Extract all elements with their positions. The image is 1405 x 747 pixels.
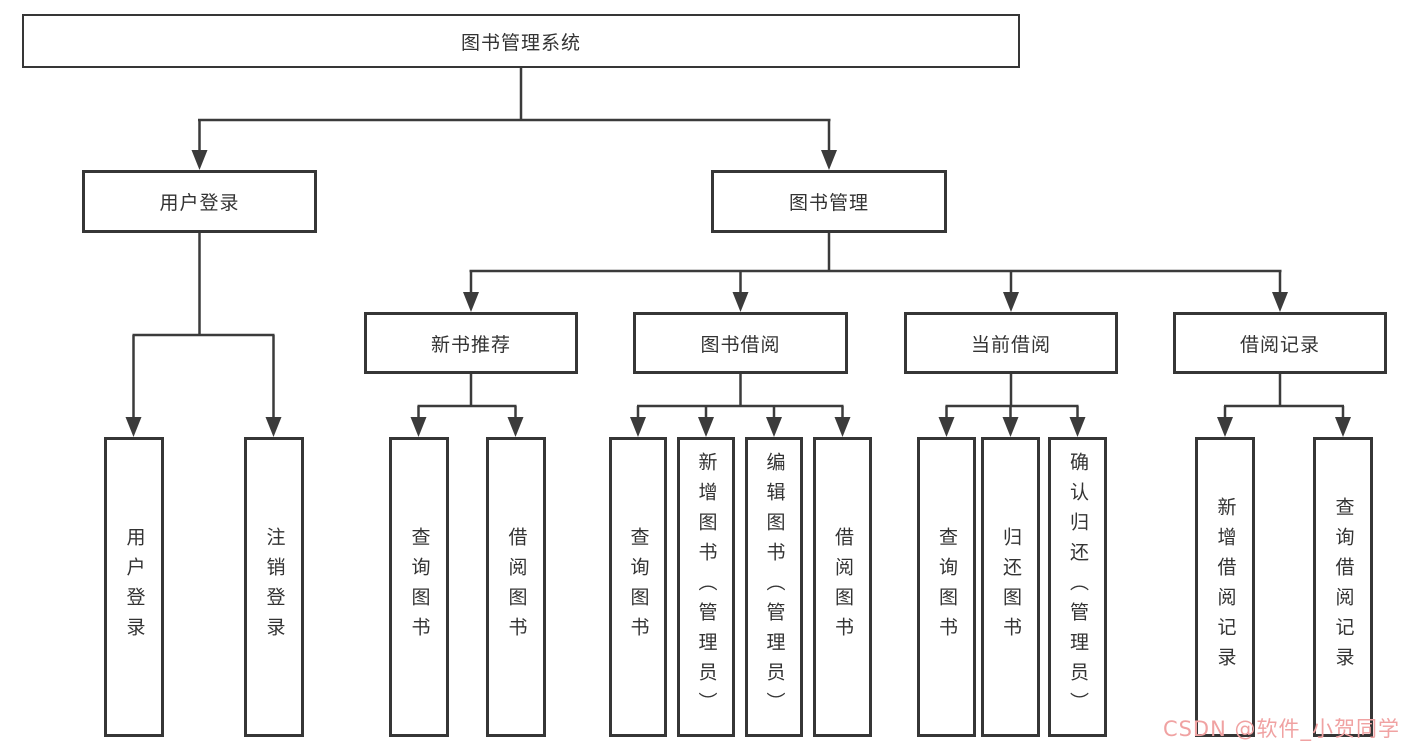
leaf-logout-login: 注销登录 [244, 437, 304, 737]
leaf-query-book-borrow: 查询图书 [609, 437, 667, 737]
node-book-management: 图书管理 [711, 170, 947, 233]
leaf-add-book-admin: 新增图书（管理员） [677, 437, 735, 737]
connector-new-book [410, 374, 524, 437]
leaf-add-book-admin-label: 新增图书（管理员） [695, 452, 718, 722]
leaf-query-book-current: 查询图书 [917, 437, 976, 737]
leaf-add-borrow-record: 新增借阅记录 [1195, 437, 1255, 737]
leaf-query-book-current-label: 查询图书 [936, 527, 958, 647]
leaf-confirm-return-admin-label: 确认归还（管理员） [1067, 452, 1089, 722]
leaf-query-book-recommend: 查询图书 [389, 437, 449, 737]
leaf-edit-book-admin: 编辑图书（管理员） [745, 437, 803, 737]
node-book-management-label: 图书管理 [788, 192, 869, 214]
connector-current-borrow [938, 374, 1086, 437]
node-book-borrow: 图书借阅 [633, 312, 848, 374]
node-borrow-record: 借阅记录 [1173, 312, 1387, 374]
leaf-user-login: 用户登录 [104, 437, 164, 737]
connector-root [191, 68, 837, 170]
node-borrow-record-label: 借阅记录 [1239, 333, 1320, 356]
node-book-borrow-label: 图书借阅 [700, 333, 781, 356]
node-user-login: 用户登录 [82, 170, 317, 233]
leaf-add-borrow-record-label: 新增借阅记录 [1214, 497, 1237, 677]
node-root-label: 图书管理系统 [460, 31, 581, 54]
leaf-confirm-return-admin: 确认归还（管理员） [1048, 437, 1107, 737]
node-user-login-label: 用户登录 [159, 192, 240, 214]
connector-book-management [463, 233, 1288, 312]
leaf-logout-login-label: 注销登录 [263, 527, 286, 647]
leaf-query-borrow-record: 查询借阅记录 [1313, 437, 1373, 737]
node-root: 图书管理系统 [22, 14, 1020, 68]
leaf-query-book-borrow-label: 查询图书 [627, 527, 650, 647]
leaf-return-book: 归还图书 [981, 437, 1040, 737]
leaf-return-book-label: 归还图书 [1000, 527, 1022, 647]
node-new-book-recommend-label: 新书推荐 [430, 333, 511, 356]
leaf-borrow-book-recommend-label: 借阅图书 [505, 527, 528, 647]
node-current-borrow: 当前借阅 [904, 312, 1118, 374]
connector-borrow-record [1217, 374, 1351, 437]
leaf-borrow-book-label: 借阅图书 [832, 527, 854, 647]
leaf-borrow-book: 借阅图书 [813, 437, 872, 737]
connector-user-login [125, 233, 282, 437]
leaf-query-borrow-record-label: 查询借阅记录 [1332, 497, 1355, 677]
leaf-query-book-recommend-label: 查询图书 [408, 527, 431, 647]
leaf-edit-book-admin-label: 编辑图书（管理员） [763, 452, 786, 722]
leaf-user-login-label: 用户登录 [123, 527, 146, 647]
node-current-borrow-label: 当前借阅 [970, 333, 1051, 356]
node-new-book-recommend: 新书推荐 [364, 312, 578, 374]
watermark: CSDN @软件_小贺同学 [1162, 717, 1400, 741]
connector-book-borrow [630, 374, 851, 437]
leaf-borrow-book-recommend: 借阅图书 [486, 437, 546, 737]
